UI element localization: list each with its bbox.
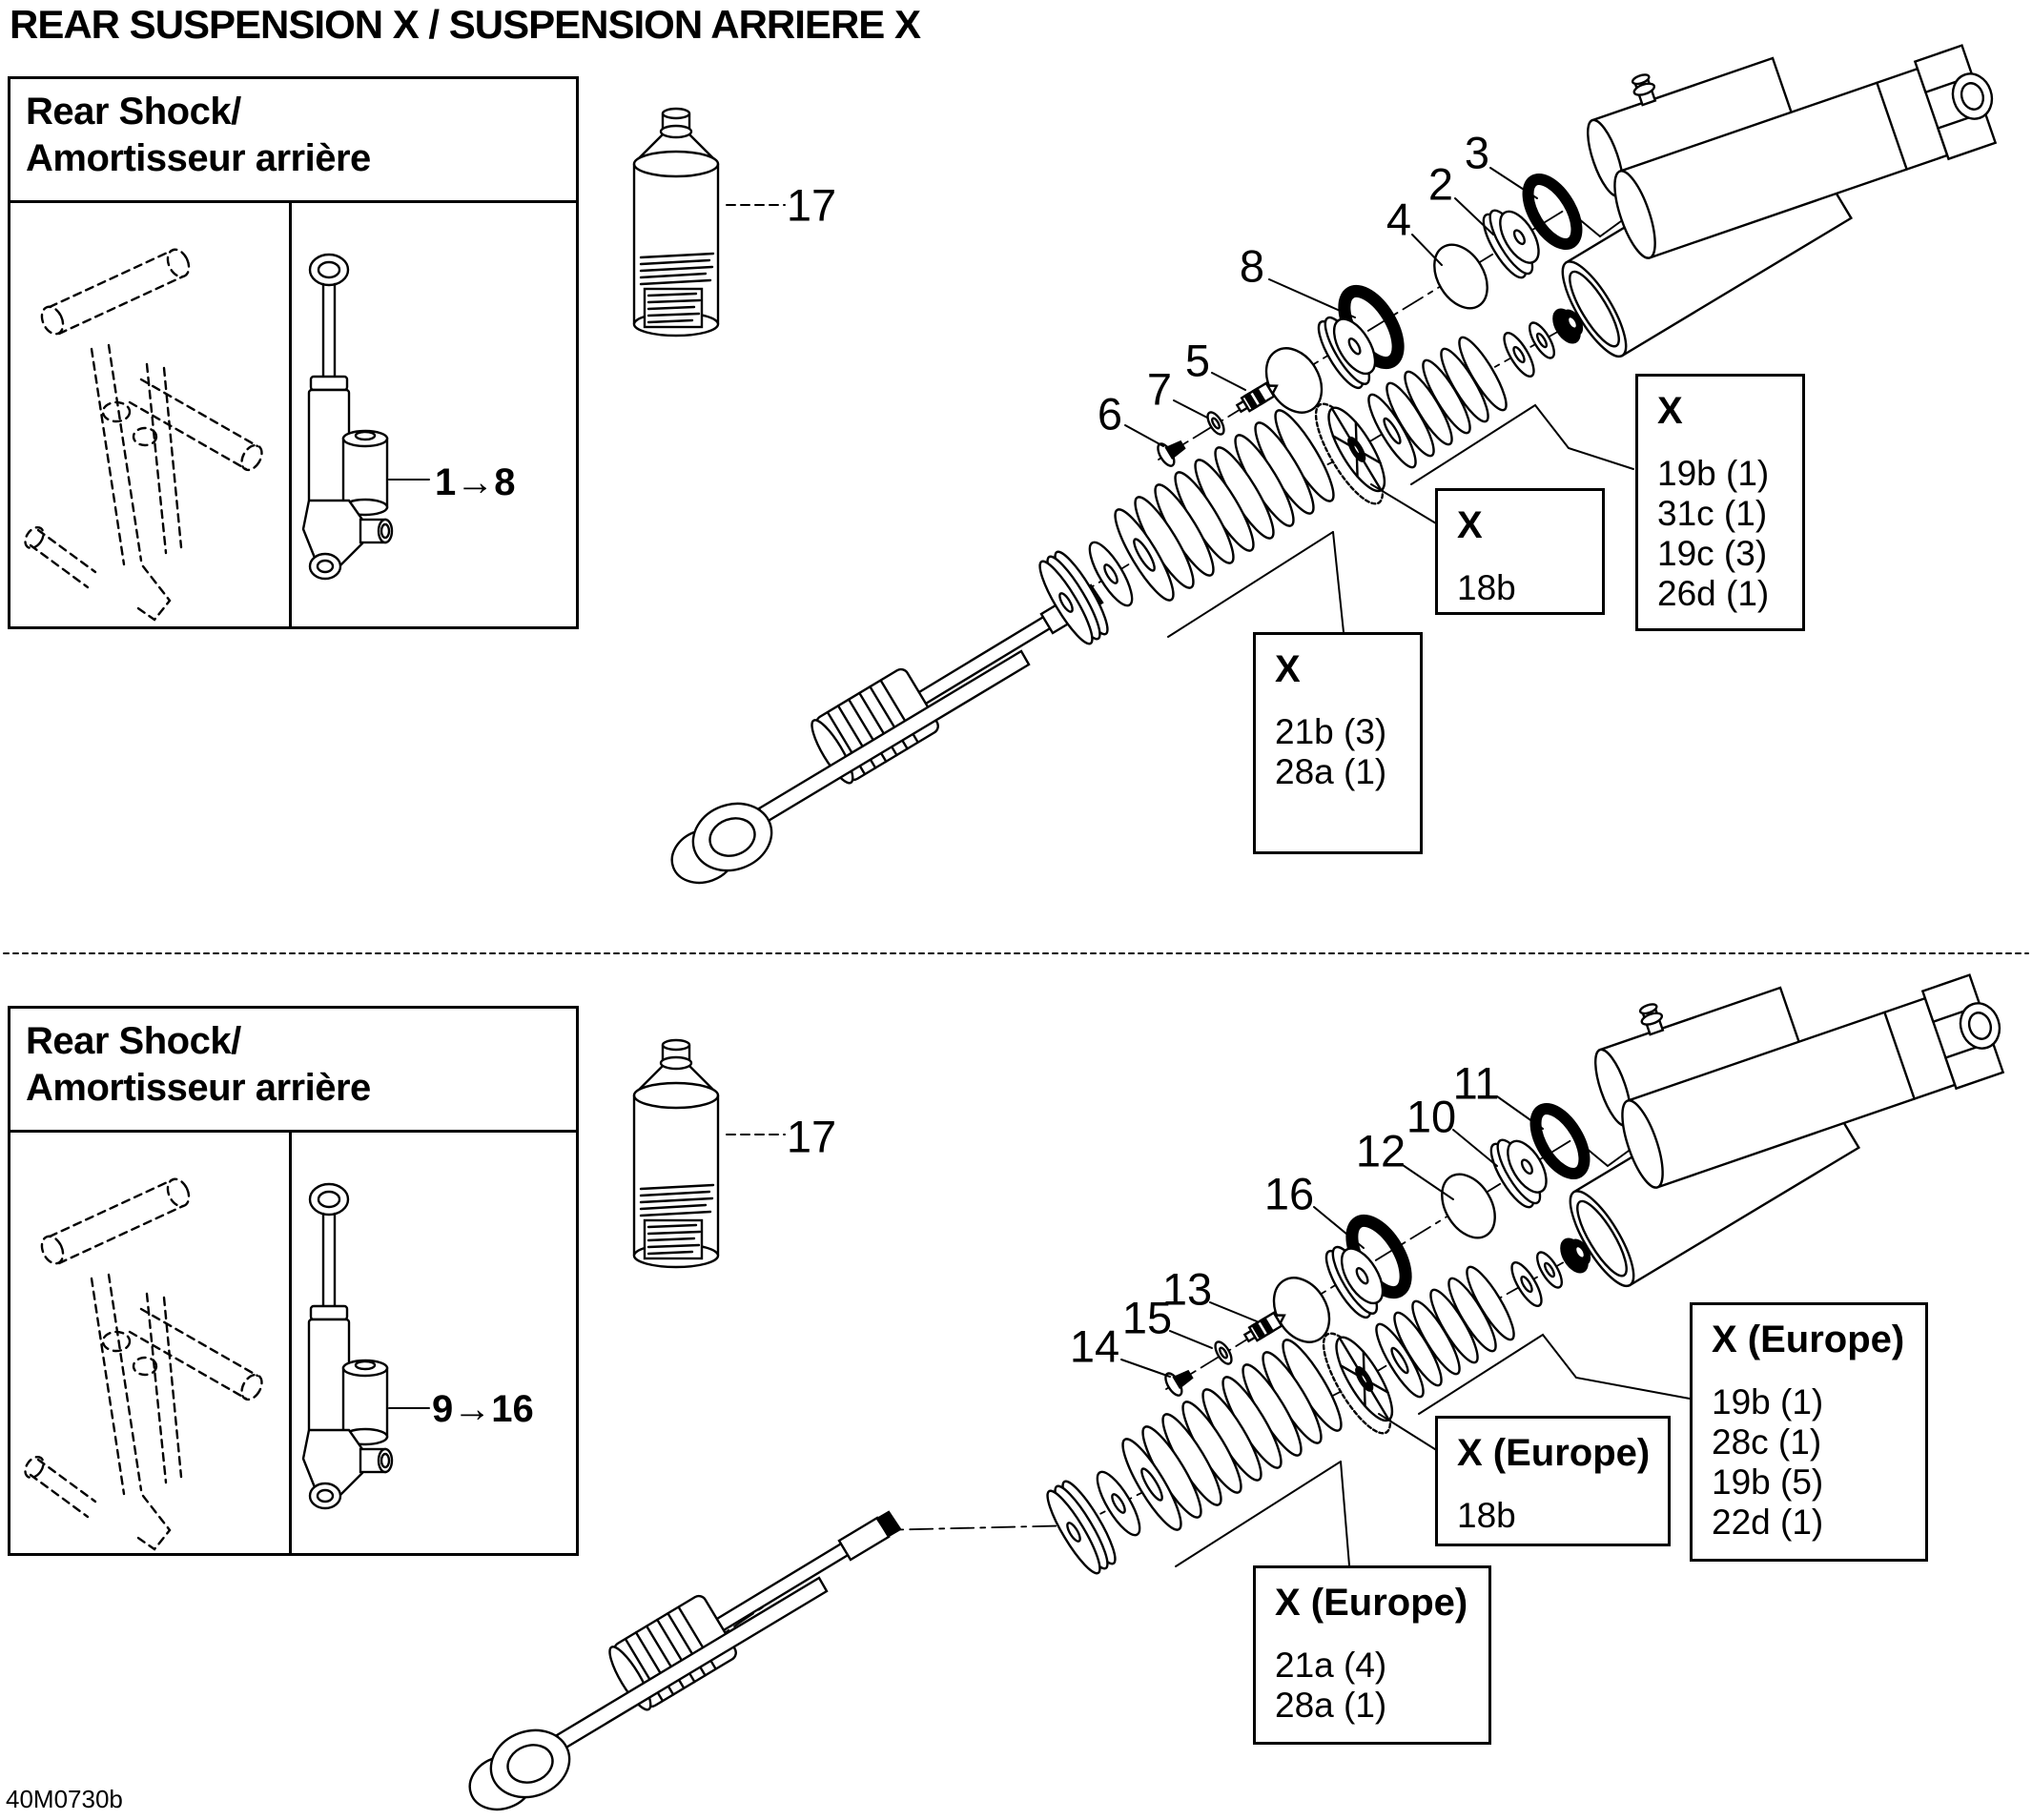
parts-box-header: X xyxy=(1657,390,1683,432)
part-code: 19b (1) xyxy=(1712,1382,1824,1421)
callout-12: 12 xyxy=(1355,1125,1406,1176)
parts-box-header: X (Europe) xyxy=(1712,1319,1905,1360)
inset-title-line2: Amortisseur arrière xyxy=(26,1067,371,1109)
callout-15: 15 xyxy=(1121,1292,1173,1343)
callout-17-top: 17 xyxy=(786,179,837,231)
callout-5: 5 xyxy=(1184,335,1211,386)
part-code: 21a (4) xyxy=(1275,1646,1387,1685)
inset-rule xyxy=(10,1130,577,1133)
callout-6: 6 xyxy=(1097,388,1123,440)
parts-box-top-stack: X 21b (3) 28a (1) xyxy=(1253,632,1423,854)
parts-box-bottom-stack: X (Europe) 21a (4) 28a (1) xyxy=(1253,1565,1491,1745)
parts-box-header: X xyxy=(1457,504,1483,546)
inset-rule xyxy=(10,200,577,203)
rear-shock-inset-bottom: Rear Shock/ Amortisseur arrière xyxy=(8,1006,579,1556)
part-code: 19b (5) xyxy=(1712,1462,1824,1502)
part-code: 18b xyxy=(1457,568,1516,607)
part-code: 19b (1) xyxy=(1657,454,1770,493)
bottom-leader-lines xyxy=(388,1095,1691,1567)
top-exploded-view xyxy=(20,0,2007,893)
top-leader-lines xyxy=(388,167,1634,638)
parts-box-bottom-main: X (Europe) 19b (1) 28c (1) 19b (5) 22d (… xyxy=(1690,1302,1928,1562)
parts-box-header: X xyxy=(1275,648,1301,690)
callout-7: 7 xyxy=(1146,363,1173,415)
parts-box-header: X (Europe) xyxy=(1275,1582,1468,1624)
callout-14: 14 xyxy=(1069,1320,1120,1372)
part-code: 21b (3) xyxy=(1275,712,1387,751)
part-code: 18b xyxy=(1457,1496,1516,1535)
inset-title-line1: Rear Shock/ xyxy=(26,91,241,133)
callout-2: 2 xyxy=(1427,158,1454,210)
part-code: 31c (1) xyxy=(1657,494,1768,533)
callout-4: 4 xyxy=(1385,194,1412,245)
callout-10: 10 xyxy=(1406,1091,1457,1142)
inset-title-line1: Rear Shock/ xyxy=(26,1020,241,1062)
parts-box-top-main: X 19b (1) 31c (1) 19c (3) 26d (1) xyxy=(1635,374,1805,631)
inset-divider xyxy=(289,203,292,626)
part-code: 28a (1) xyxy=(1275,752,1387,791)
callout-11: 11 xyxy=(1452,1057,1500,1109)
part-code: 22d (1) xyxy=(1712,1503,1824,1542)
parts-box-header: X (Europe) xyxy=(1457,1432,1651,1474)
inset-title-top: Rear Shock/ Amortisseur arrière xyxy=(26,89,371,182)
callout-17-bottom: 17 xyxy=(786,1111,837,1162)
parts-box-bottom-piston: X (Europe) 18b xyxy=(1435,1416,1671,1546)
part-code: 26d (1) xyxy=(1657,574,1770,613)
inset-title-line2: Amortisseur arrière xyxy=(26,137,371,179)
inset-divider xyxy=(289,1133,292,1553)
bottom-exploded-view xyxy=(20,899,2015,1820)
callout-3: 3 xyxy=(1464,127,1490,178)
part-code: 19c (3) xyxy=(1657,534,1768,573)
callout-13: 13 xyxy=(1161,1263,1213,1315)
page-title: REAR SUSPENSION X / SUSPENSION ARRIERE X xyxy=(10,2,921,47)
rear-shock-inset-top: Rear Shock/ Amortisseur arrière xyxy=(8,76,579,629)
callout-16: 16 xyxy=(1263,1168,1315,1219)
part-code: 28c (1) xyxy=(1712,1422,1822,1462)
doc-code: 40M0730b xyxy=(6,1785,123,1813)
range-label-top: 1→8 xyxy=(435,461,516,503)
callout-8: 8 xyxy=(1239,240,1265,292)
inset-title-bottom: Rear Shock/ Amortisseur arrière xyxy=(26,1018,371,1112)
part-code: 28a (1) xyxy=(1275,1686,1387,1725)
parts-box-top-piston: X 18b xyxy=(1435,488,1605,615)
range-label-bottom: 9→16 xyxy=(432,1388,534,1430)
